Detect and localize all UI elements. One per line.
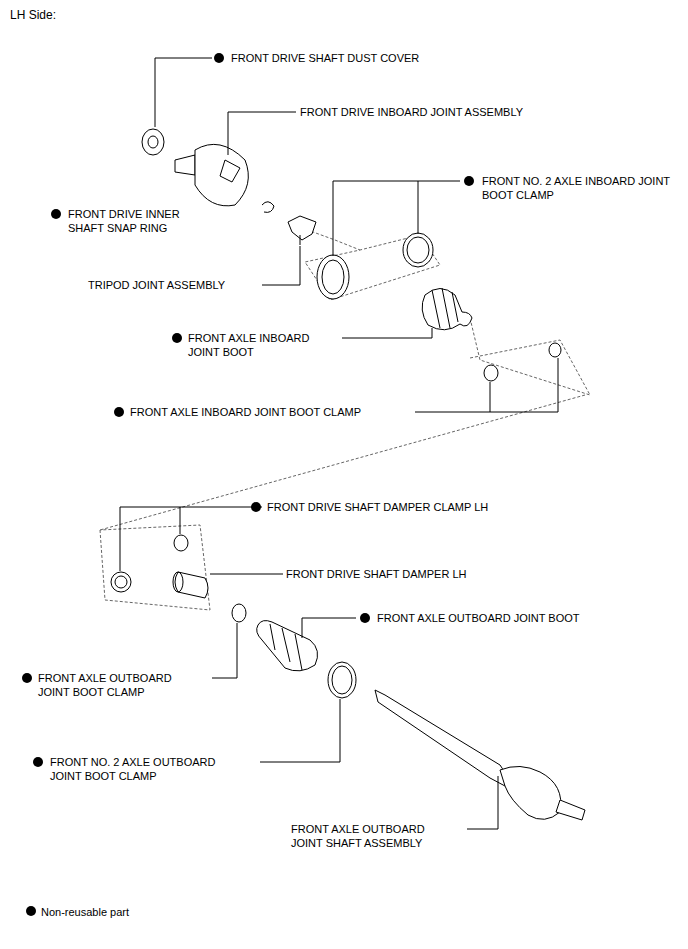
part-label: FRONT AXLE OUTBOARD JOINT SHAFT ASSEMBLY bbox=[291, 822, 456, 850]
part-label: FRONT NO. 2 AXLE INBOARD JOINT BOOT CLAM… bbox=[482, 174, 672, 202]
part-label: TRIPOD JOINT ASSEMBLY bbox=[88, 278, 225, 292]
page-title: LH Side: bbox=[10, 8, 56, 22]
part-label: FRONT DRIVE SHAFT DAMPER CLAMP LH bbox=[267, 500, 488, 514]
legend-swatch bbox=[26, 906, 36, 916]
part-label: FRONT DRIVE SHAFT DUST COVER bbox=[231, 51, 419, 65]
part-label: FRONT AXLE OUTBOARD JOINT BOOT bbox=[377, 611, 580, 625]
part-label: FRONT AXLE INBOARD JOINT BOOT CLAMP bbox=[130, 405, 361, 419]
part-label: FRONT DRIVE INBOARD JOINT ASSEMBLY bbox=[300, 105, 523, 119]
part-label: FRONT NO. 2 AXLE OUTBOARD JOINT BOOT CLA… bbox=[50, 755, 250, 783]
part-label: FRONT AXLE INBOARD JOINT BOOT bbox=[188, 331, 333, 359]
part-label: FRONT DRIVE SHAFT DAMPER LH bbox=[286, 567, 467, 581]
part-label: FRONT AXLE OUTBOARD JOINT BOOT CLAMP bbox=[38, 671, 198, 699]
part-label: FRONT DRIVE INNER SHAFT SNAP RING bbox=[68, 207, 208, 235]
legend-text: Non-reusable part bbox=[41, 905, 129, 919]
